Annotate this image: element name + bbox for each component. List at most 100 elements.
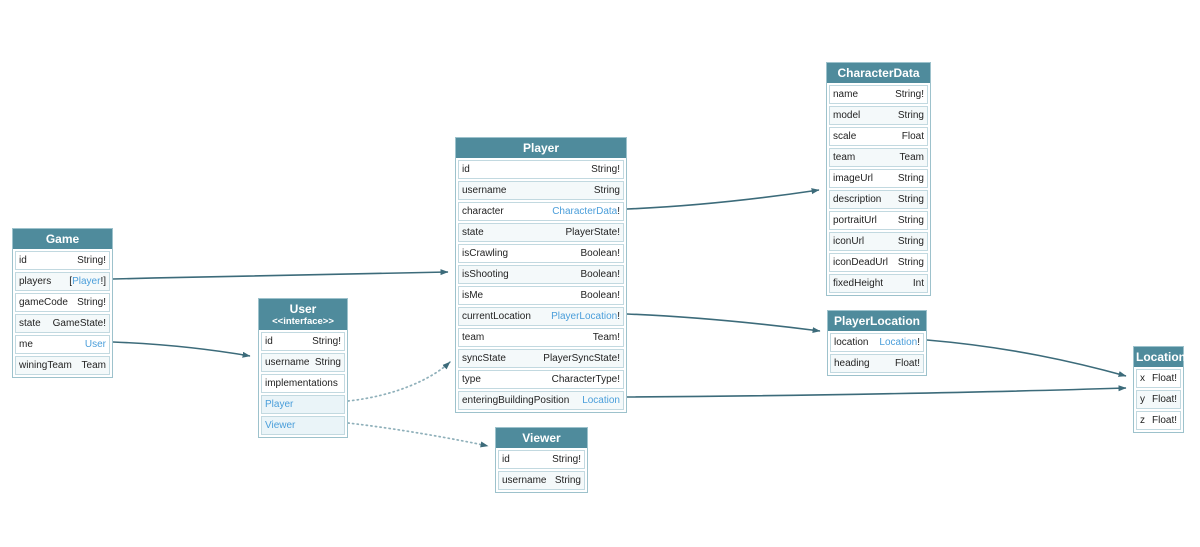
- field-name: username: [462, 185, 507, 196]
- edge-player-currentlocation-to-playerlocation: [626, 313, 821, 334]
- field-row[interactable]: players[Player!]: [15, 272, 110, 291]
- type-text: Float!: [894, 358, 920, 369]
- type-link[interactable]: CharacterData: [552, 206, 618, 217]
- type-text: String!: [77, 255, 106, 266]
- field-type: Team: [82, 359, 106, 372]
- field-type: User: [85, 338, 106, 351]
- field-type: Float: [902, 130, 924, 143]
- field-type: String: [555, 474, 581, 487]
- table-header-characterdata[interactable]: CharacterData: [827, 63, 930, 83]
- field-row[interactable]: me User: [15, 335, 110, 354]
- edge-game-me-to-user: [112, 341, 251, 358]
- table-title: PlayerLocation: [833, 314, 921, 328]
- field-row[interactable]: currentLocation PlayerLocation!: [458, 307, 624, 326]
- type-link[interactable]: PlayerLocation: [551, 311, 618, 322]
- type-text: String!: [312, 336, 341, 347]
- type-link[interactable]: Player: [265, 399, 294, 410]
- table-header-player[interactable]: Player: [456, 138, 626, 158]
- field-name: team: [462, 332, 485, 343]
- field-type: CharacterData!: [552, 205, 620, 218]
- field-name: portraitUrl: [833, 215, 877, 226]
- field-type: Float!: [895, 357, 920, 370]
- field-name: name: [833, 89, 859, 100]
- type-text: CharacterType!: [551, 374, 620, 385]
- field-type: PlayerLocation!: [551, 310, 620, 323]
- field-type: PlayerState!: [566, 226, 620, 239]
- type-link[interactable]: Viewer: [265, 420, 296, 431]
- field-type: Float!: [1152, 393, 1177, 406]
- field-row[interactable]: character CharacterData!: [458, 202, 624, 221]
- field-name: iconDeadUrl: [833, 257, 889, 268]
- field-type: String!: [552, 453, 581, 466]
- field-type: CharacterType!: [552, 373, 620, 386]
- type-text: PlayerState!: [565, 227, 620, 238]
- field-type: Location!: [879, 336, 920, 349]
- implementation-link-row[interactable]: Player: [261, 395, 345, 414]
- type-text: Float!: [1151, 373, 1177, 384]
- table-header-user[interactable]: User <<interface>>: [259, 299, 347, 330]
- edge-game-players-to-player: [112, 269, 449, 280]
- type-text: String: [897, 110, 924, 121]
- edge-player-enteringbuildingposition-to-location: [626, 385, 1127, 398]
- field-name: character: [462, 206, 504, 217]
- type-link[interactable]: Player: [72, 276, 101, 287]
- table-header-playerlocation[interactable]: PlayerLocation: [828, 311, 926, 331]
- type-text: String: [897, 173, 924, 184]
- field-name: currentLocation: [462, 311, 531, 322]
- type-link[interactable]: User: [84, 339, 106, 350]
- field-type: Int: [913, 277, 924, 290]
- implementation-link-row[interactable]: Viewer: [261, 416, 345, 435]
- type-text: Float!: [1151, 394, 1177, 405]
- type-link[interactable]: Location: [879, 337, 918, 348]
- field-name: username: [265, 357, 310, 368]
- table-header-game[interactable]: Game: [13, 229, 112, 249]
- type-link[interactable]: Location: [582, 395, 620, 406]
- table-header-location[interactable]: Location: [1134, 347, 1186, 367]
- table-header-viewer[interactable]: Viewer: [496, 428, 587, 448]
- table-title: Location: [1136, 350, 1186, 364]
- table-title: Game: [45, 232, 80, 246]
- field-name: me: [19, 339, 33, 350]
